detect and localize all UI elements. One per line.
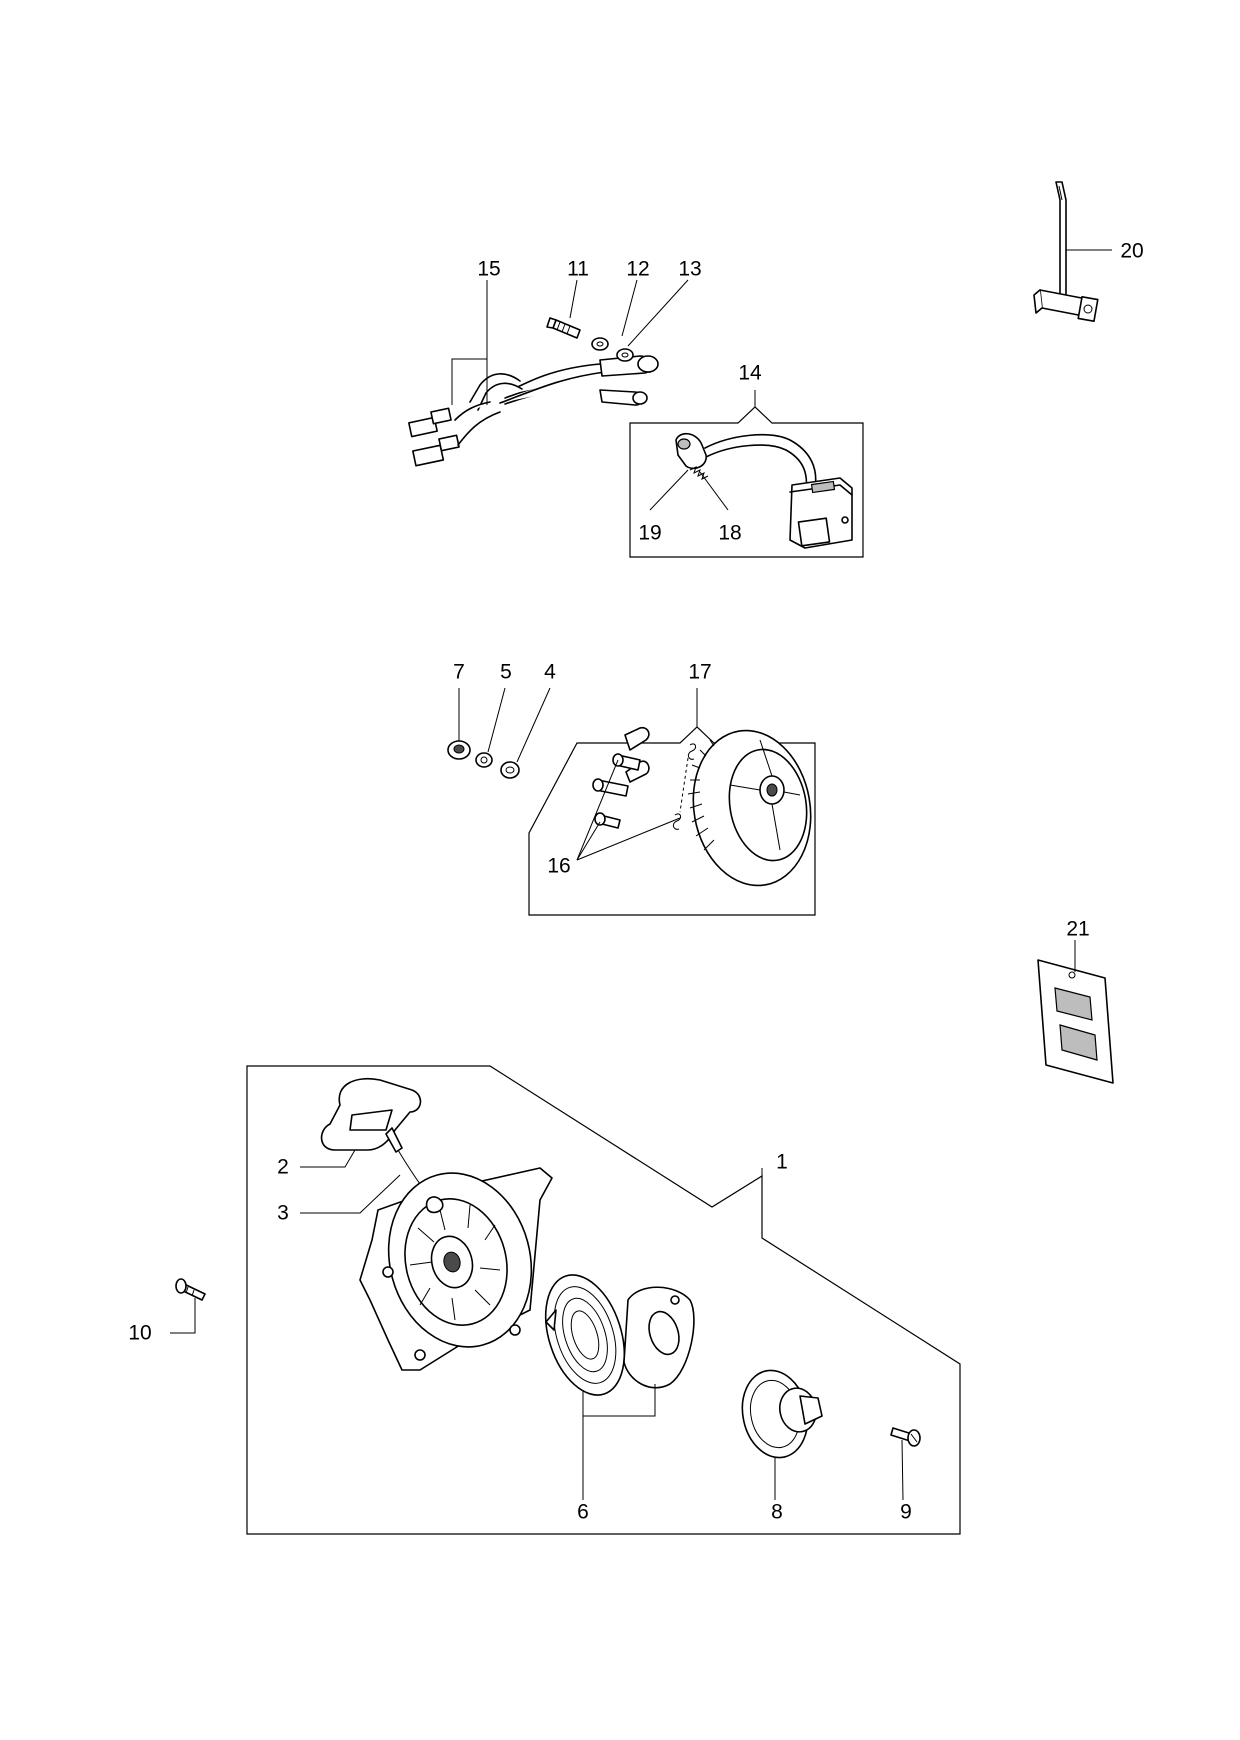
leader-lines	[170, 249, 1112, 1501]
callout-18: 18	[718, 522, 741, 545]
ignition-coil-group	[629, 406, 864, 558]
callout-16: 16	[547, 855, 570, 878]
t-wrench-tool	[1033, 181, 1099, 323]
nut-and-washers-middle	[447, 740, 520, 779]
callout-1: 1	[776, 1151, 788, 1174]
callout-20: 20	[1120, 240, 1143, 263]
callout-9: 9	[900, 1501, 912, 1524]
screw-10	[175, 1278, 206, 1301]
callout-4: 4	[544, 661, 556, 684]
starter-assembly-group	[246, 1065, 961, 1535]
callout-labels: 1 2 3 4 5 6 7 8 9 10 11 12 13 14 15 16 1…	[128, 240, 1143, 1524]
callout-3: 3	[277, 1202, 289, 1225]
callout-15: 15	[477, 258, 500, 281]
callout-14: 14	[738, 362, 762, 385]
callout-19: 19	[638, 522, 661, 545]
wiring-harness	[408, 355, 659, 467]
decal-plate	[1037, 959, 1114, 1084]
screw-and-washers-top	[546, 317, 634, 362]
callout-10: 10	[128, 1322, 151, 1345]
callout-7: 7	[453, 661, 465, 684]
flywheel-group	[528, 726, 816, 916]
callout-12: 12	[626, 258, 649, 281]
callout-17: 17	[688, 661, 711, 684]
callout-21: 21	[1066, 918, 1089, 941]
callout-5: 5	[500, 661, 512, 684]
callout-6: 6	[577, 1501, 589, 1524]
callout-2: 2	[277, 1156, 289, 1179]
callout-11: 11	[567, 258, 589, 281]
callout-8: 8	[771, 1501, 783, 1524]
callout-13: 13	[678, 258, 701, 281]
